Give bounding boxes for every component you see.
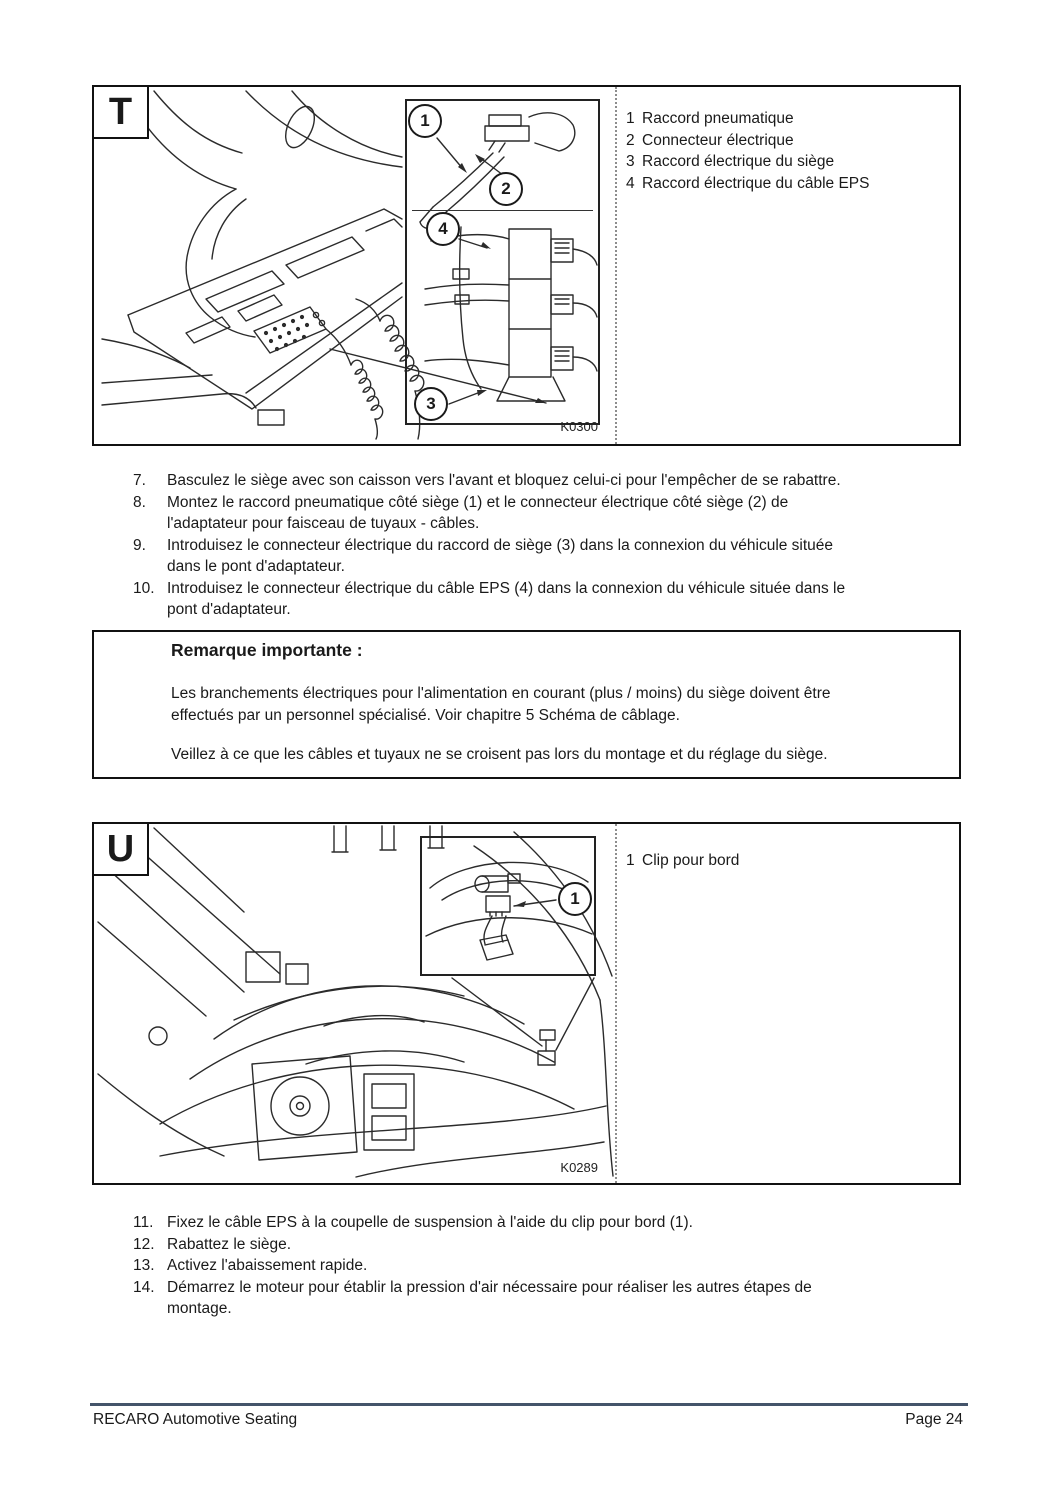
callout-1: 1 [558, 882, 592, 916]
inset-divider [412, 210, 593, 211]
legend-item-number: 3 [626, 153, 635, 171]
step-number: 9. [133, 536, 146, 554]
step-item: 8. Montez le raccord pneumatique côté siè… [133, 492, 973, 535]
callout-2: 2 [489, 172, 523, 206]
step-text: Fixez le câble EPS à la coupelle de susp… [167, 1214, 693, 1231]
legend-item: 4 Raccord électrique du câble EPS [626, 173, 869, 195]
callout-number: 2 [501, 179, 511, 198]
note-title: Remarque importante : [171, 640, 363, 660]
figure-t-inset-drawing [419, 112, 598, 405]
step-number: 12. [133, 1235, 155, 1253]
step-text: Démarrez le moteur pour établir la press… [167, 1278, 812, 1318]
step-text: Activez l'abaissement rapide. [167, 1257, 368, 1274]
callout-4: 4 [426, 212, 460, 246]
figure-u-label: U [92, 822, 149, 876]
figure-u-legend: 1 Clip pour bord [626, 850, 739, 872]
callout-number: 4 [438, 219, 448, 238]
figure-t-legend: 1 Raccord pneumatique 2 Connecteur électri… [626, 108, 869, 195]
legend-item-number: 1 [626, 110, 635, 127]
figure-u-drawing [97, 825, 614, 1178]
legend-item-text: Raccord pneumatique [642, 110, 794, 127]
figure-t-drawing [101, 90, 547, 440]
footer-page-number: Page 24 [905, 1411, 963, 1428]
note-paragraph: Veillez à ce que les câbles et tuyaux ne… [171, 746, 828, 763]
callout-1: 1 [408, 104, 442, 138]
step-item: 13. Activez l'abaissement rapide. [133, 1255, 973, 1277]
step-item: 11. Fixez le câble EPS à la coupelle de s… [133, 1212, 973, 1234]
legend-item-number: 2 [626, 131, 635, 149]
legend-item: 3 Raccord électrique du siège [626, 151, 869, 173]
step-number: 13. [133, 1257, 155, 1274]
legend-item-text: Clip pour bord [642, 852, 740, 869]
legend-item-text: Raccord électrique du siège [642, 153, 835, 171]
figure-t-separator [615, 87, 617, 444]
legend-item-number: 4 [626, 175, 635, 193]
step-number: 14. [133, 1278, 155, 1296]
callout-number: 3 [426, 394, 436, 413]
steps-lower: 11. Fixez le câble EPS à la coupelle de s… [133, 1212, 973, 1320]
figure-t-inset [405, 99, 600, 425]
step-text: Montez le raccord pneumatique côté siège… [167, 493, 789, 533]
step-number: 7. [133, 472, 146, 489]
step-text: Basculez le siège avec son caisson vers … [167, 472, 841, 489]
step-item: 7. Basculez le siège avec son caisson ver… [133, 470, 973, 492]
step-number: 10. [133, 579, 155, 597]
legend-item: 2 Connecteur électrique [626, 130, 869, 152]
figure-t-label: T [92, 85, 149, 139]
legend-item-text: Raccord électrique du câble EPS [642, 175, 870, 193]
steps-upper: 7. Basculez le siège avec son caisson ver… [133, 470, 973, 621]
figure-u-separator [615, 824, 617, 1183]
step-number: 11. [133, 1214, 154, 1231]
callout-number: 1 [420, 111, 430, 130]
note-paragraph: Les branchements électriques pour l'alim… [171, 685, 831, 724]
footer-rule [90, 1403, 968, 1406]
callout-3: 3 [414, 387, 448, 421]
footer-brand: RECARO Automotive Seating [93, 1411, 298, 1428]
step-item: 9. Introduisez le connecteur électrique d… [133, 535, 973, 578]
figure-t-caption: K0300 [560, 419, 598, 434]
important-note-box: Remarque importante : Les branchements é… [92, 630, 961, 779]
figure-u: 1 U K0289 1 Clip pour bord [92, 822, 961, 1185]
legend-item: 1 Clip pour bord [626, 850, 739, 872]
figure-u-caption: K0289 [560, 1160, 598, 1175]
step-text: Rabattez le siège. [167, 1235, 292, 1253]
legend-item-text: Connecteur électrique [642, 131, 794, 149]
legend-item: 1 Raccord pneumatique [626, 108, 869, 130]
step-item: 14. Démarrez le moteur pour établir la pr… [133, 1277, 973, 1320]
callout-number: 1 [570, 889, 580, 908]
legend-item-number: 1 [626, 852, 635, 869]
step-text: Introduisez le connecteur électrique du … [167, 536, 834, 576]
step-item: 10. Introduisez le connecteur électrique … [133, 578, 973, 621]
step-text: Introduisez le connecteur électrique du … [167, 579, 846, 619]
step-number: 8. [133, 493, 146, 511]
figure-t: 1 2 4 3 T K0300 1 Raccord pneumatique 2 Co… [92, 85, 961, 446]
step-item: 12. Rabattez le siège. [133, 1234, 973, 1256]
